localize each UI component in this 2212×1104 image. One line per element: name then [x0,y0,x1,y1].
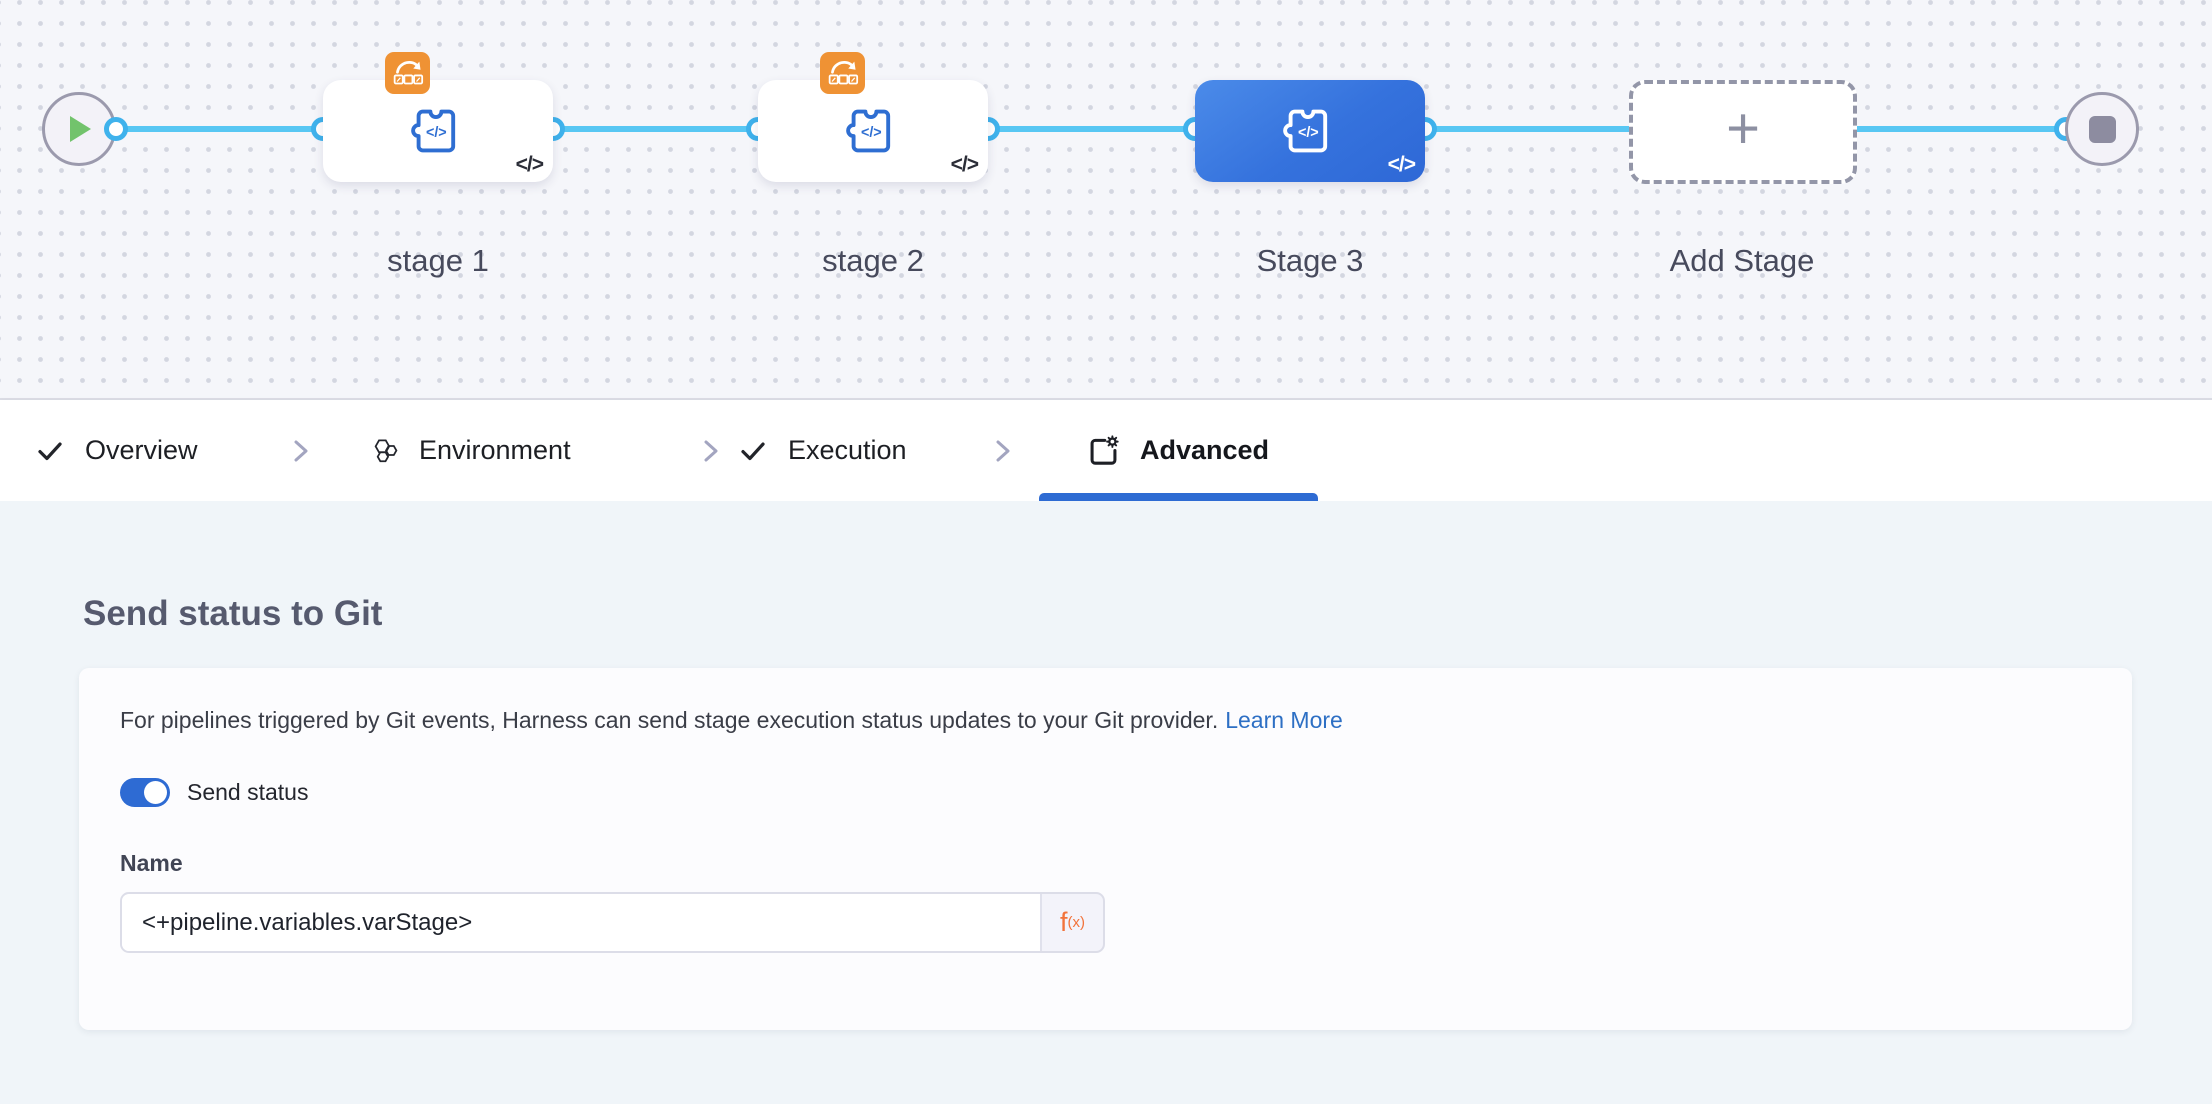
check-icon [38,442,62,460]
svg-text:</>: </> [1298,125,1319,141]
name-field-label: Name [120,850,183,876]
hexagons-icon [374,439,398,463]
chevron-right-icon [704,440,718,462]
stage-label: stage 2 [822,243,924,278]
svg-text:</>: </> [426,125,447,141]
send-status-toggle[interactable] [120,778,170,807]
pipeline-end-node[interactable] [2065,92,2139,166]
active-tab-indicator [1039,493,1318,501]
fx-f: f [1059,907,1068,937]
tab-execution[interactable]: Execution [738,400,907,501]
stage-card-stage-3-selected[interactable]: </> </> [1195,80,1425,182]
custom-stage-puzzle-icon: </> [1283,109,1328,153]
tab-label: Environment [419,435,571,465]
pipeline-start-node[interactable] [42,92,116,166]
stage-label: Add Stage [1669,243,1815,278]
toggle-knob [144,781,167,804]
stage-card-stage-2[interactable]: </> </> [758,52,988,182]
box-gear-icon [1090,435,1119,465]
chevron-right-icon [294,440,308,462]
rolling-deployment-badge-icon [385,52,430,94]
check-icon [741,442,765,460]
yaml-code-badge[interactable]: </> [515,153,544,176]
tab-environment[interactable]: Environment [372,400,571,501]
stage-label: Stage 3 [1256,243,1364,278]
stop-icon [2088,115,2116,143]
name-input[interactable] [122,894,1042,951]
pipeline-connector-line [116,126,2066,132]
add-stage-button[interactable]: + [1629,80,1857,184]
send-status-card: For pipelines triggered by Git events, H… [79,668,2132,1030]
play-icon [70,116,91,142]
toggle-label: Send status [187,779,309,805]
stage-label: stage 1 [387,243,489,278]
stage-card-stage-1[interactable]: </> </> [323,52,553,182]
pipeline-canvas[interactable]: </> </> </> </> </> </> [0,0,2212,400]
name-field-group: f(x) [120,892,1105,953]
tab-overview[interactable]: Overview [35,400,198,501]
fx-sub: (x) [1067,914,1086,931]
custom-stage-puzzle-icon: </> [411,109,456,153]
yaml-code-badge[interactable]: </> [950,153,979,176]
stage-config-tabbar: Overview Environment Execution Advanced [0,400,2212,501]
learn-more-link[interactable]: Learn More [1225,707,1343,733]
send-status-description: For pipelines triggered by Git events, H… [120,707,1343,734]
tab-label: Execution [788,435,907,465]
plus-icon: + [1726,95,1760,161]
chevron-right-icon [996,440,1010,462]
advanced-tab-panel: Send status to Git For pipelines trigger… [0,501,2212,1104]
yaml-code-badge[interactable]: </> [1387,153,1416,176]
tab-label: Overview [85,435,198,465]
svg-text:</>: </> [861,125,882,141]
description-text: For pipelines triggered by Git events, H… [120,707,1219,733]
tab-label: Advanced [1140,435,1270,465]
connector-port[interactable] [104,117,128,141]
expression-fx-button[interactable]: f(x) [1042,894,1103,951]
tab-advanced[interactable]: Advanced [1087,400,1269,501]
rolling-deployment-badge-icon [820,52,865,94]
custom-stage-puzzle-icon: </> [846,109,891,153]
section-title: Send status to Git [83,594,383,633]
